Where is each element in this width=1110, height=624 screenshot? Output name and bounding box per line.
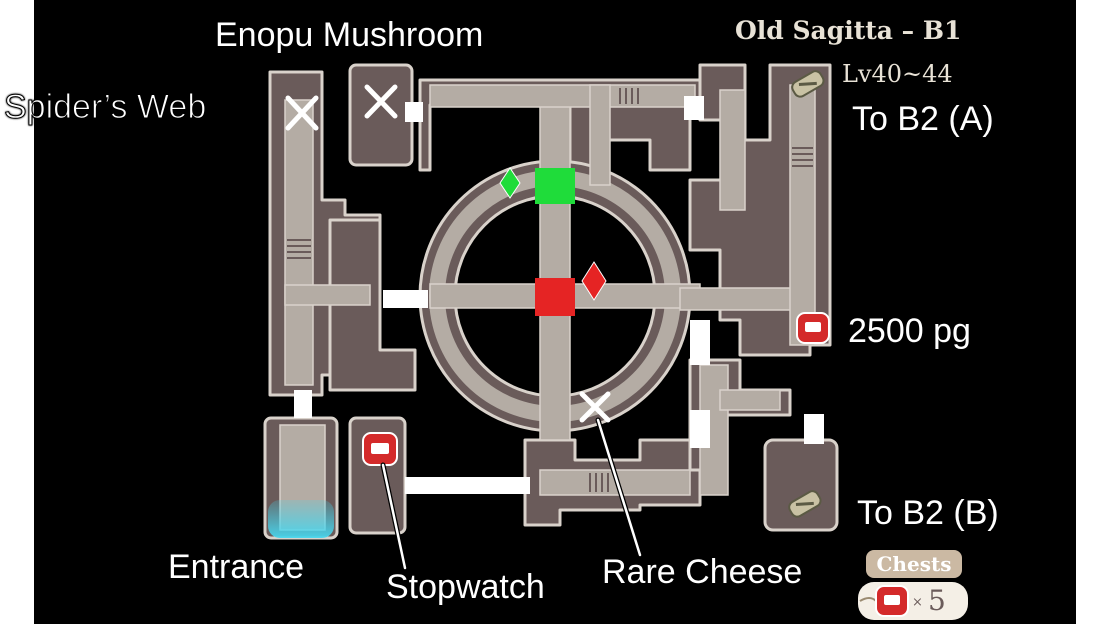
pointer-line	[596, 418, 642, 557]
label-to-b2-a: To B2 (A)	[852, 100, 994, 138]
left-inner-arm	[328, 218, 417, 392]
chest-icon	[796, 312, 830, 344]
green-diamond-icon	[499, 167, 521, 199]
label-enopu-mushroom: Enopu Mushroom	[215, 16, 484, 54]
label-spiders-web: Spider’s Web	[3, 88, 207, 126]
door	[690, 410, 710, 448]
pointer-line	[381, 463, 407, 570]
chest-count: 5	[928, 584, 946, 617]
label-rare-cheese: Rare Cheese	[602, 553, 803, 591]
red-diamond-icon	[581, 261, 607, 301]
door	[405, 102, 423, 122]
door	[383, 290, 428, 308]
room-to-b2-b	[763, 438, 839, 532]
label-2500-pg: 2500 pg	[848, 312, 971, 350]
chest-icon	[875, 585, 909, 617]
door	[294, 390, 312, 418]
entrance-glow	[268, 500, 334, 538]
door	[804, 414, 824, 444]
door	[690, 320, 710, 365]
doors	[294, 96, 824, 494]
x-marker-icon	[579, 391, 611, 423]
level-range: Lv40~44	[842, 60, 953, 88]
label-to-b2-b: To B2 (B)	[857, 494, 999, 532]
label-stopwatch: Stopwatch	[386, 568, 545, 606]
stairs-icon	[791, 70, 825, 98]
chest-count-prefix: ×	[912, 595, 923, 610]
door	[684, 96, 704, 120]
label-entrance: Entrance	[168, 548, 305, 586]
x-marker-icon	[364, 84, 398, 119]
room-enopu	[348, 63, 414, 167]
stairs-icon	[788, 490, 822, 518]
green-switch	[535, 168, 575, 204]
area-title: Old Sagitta – B1	[735, 16, 962, 45]
red-switch	[535, 278, 575, 316]
door	[405, 477, 530, 494]
chest-icon	[362, 432, 398, 466]
chests-badge: Chests	[866, 550, 962, 578]
x-marker-icon	[285, 95, 319, 131]
